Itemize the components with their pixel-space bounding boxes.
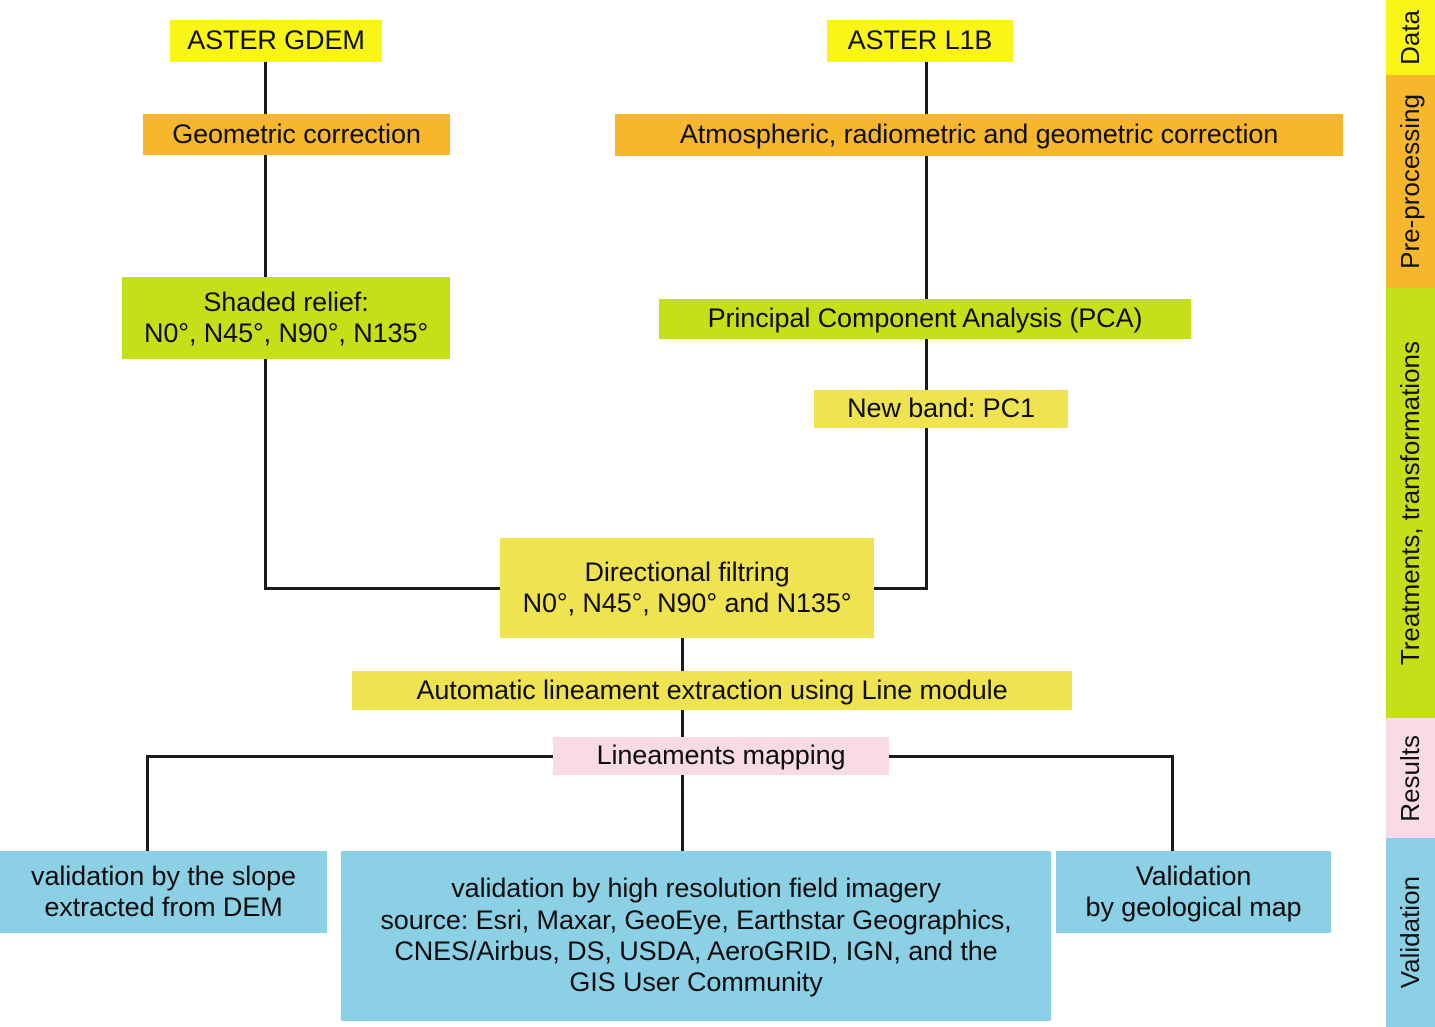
legend-label-pre-processing: Pre-processing xyxy=(1395,94,1425,269)
node-validation-geological[interactable]: Validation by geological map xyxy=(1056,851,1331,933)
node-pca[interactable]: Principal Component Analysis (PCA) xyxy=(659,299,1191,339)
legend-label-treatments: Treatments, transformations xyxy=(1395,340,1425,666)
legend-segment-validation: Validation xyxy=(1386,838,1435,1027)
stage-legend-rail: Data Pre-processing Treatments, transfor… xyxy=(1386,0,1435,1027)
connector-atmospheric-to-pca xyxy=(925,155,928,301)
connector-l1b-to-atmospheric xyxy=(925,60,928,118)
connector-mapping-spine-left xyxy=(146,755,556,758)
legend-segment-treatments: Treatments, transformations xyxy=(1386,288,1435,718)
connector-drop-validation-slope xyxy=(146,755,149,852)
legend-segment-results: Results xyxy=(1386,718,1435,838)
node-new-band-pc1[interactable]: New band: PC1 xyxy=(814,390,1068,428)
connector-pca-to-pc1 xyxy=(925,338,928,392)
connector-extraction-to-mapping xyxy=(681,709,684,739)
node-lineaments-mapping[interactable]: Lineaments mapping xyxy=(553,737,889,775)
node-aster-gdem[interactable]: ASTER GDEM xyxy=(170,20,382,62)
node-atmospheric-correction[interactable]: Atmospheric, radiometric and geometric c… xyxy=(615,114,1343,156)
node-shaded-relief[interactable]: Shaded relief: N0°, N45°, N90°, N135° xyxy=(122,277,450,359)
node-validation-slope[interactable]: validation by the slope extracted from D… xyxy=(0,851,327,933)
connector-gdem-to-geometric xyxy=(264,60,267,118)
legend-label-results: Results xyxy=(1395,734,1425,822)
connector-shaded-down xyxy=(264,358,267,589)
connector-filtering-to-extraction xyxy=(681,637,684,675)
node-validation-imagery[interactable]: validation by high resolution field imag… xyxy=(341,851,1051,1021)
connector-mapping-spine-right xyxy=(886,755,1174,758)
legend-label-validation: Validation xyxy=(1395,876,1425,989)
connector-geometric-to-shaded xyxy=(264,153,267,279)
node-geometric-correction[interactable]: Geometric correction xyxy=(143,114,450,155)
legend-segment-pre-processing: Pre-processing xyxy=(1386,75,1435,288)
legend-label-data: Data xyxy=(1395,10,1425,65)
node-directional-filtering[interactable]: Directional filtring N0°, N45°, N90° and… xyxy=(500,538,874,638)
node-automatic-extraction[interactable]: Automatic lineament extraction using Lin… xyxy=(352,671,1072,710)
node-aster-l1b[interactable]: ASTER L1B xyxy=(827,20,1013,62)
connector-drop-validation-imagery xyxy=(681,774,684,852)
connector-drop-validation-geological xyxy=(1171,755,1174,852)
connector-shaded-elbow xyxy=(264,587,504,590)
connector-pc1-elbow xyxy=(872,587,928,590)
connector-pc1-down xyxy=(925,427,928,589)
legend-segment-data: Data xyxy=(1386,0,1435,75)
